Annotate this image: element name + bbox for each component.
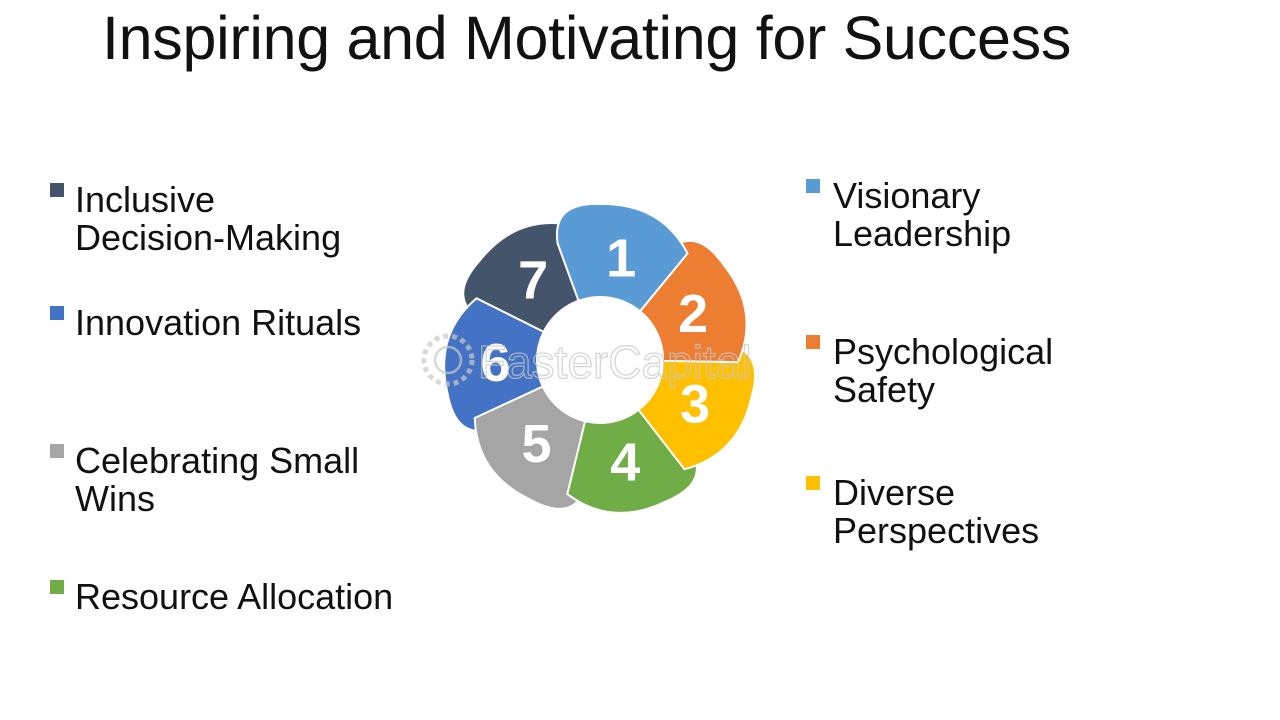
watermark-text: FasterCapital xyxy=(478,336,752,388)
cycle-segment-3 xyxy=(637,343,756,471)
page-title: Inspiring and Motivating for Success xyxy=(102,4,1072,72)
segment-number-7: 7 xyxy=(518,251,548,311)
legend-bullet xyxy=(806,476,820,490)
segment-number-2: 2 xyxy=(678,284,708,344)
segment-number-3: 3 xyxy=(680,375,710,435)
cycle-segment-1 xyxy=(555,202,689,313)
legend-bullet xyxy=(806,179,820,193)
segment-number-5: 5 xyxy=(521,414,551,474)
segment-number-1: 1 xyxy=(606,229,636,289)
segment-number-4: 4 xyxy=(610,432,640,492)
legend-bullet xyxy=(50,444,64,458)
legend-label: Visionary Leadership xyxy=(833,175,1012,254)
legend-bullet xyxy=(806,335,820,349)
watermark-logo: FasterCapital xyxy=(421,333,752,389)
legend-label: Diverse Perspectives xyxy=(833,472,1040,551)
cycle-segment-5 xyxy=(473,385,595,510)
legend-label: Innovation Rituals xyxy=(75,302,362,343)
legend-label: Inclusive Decision-Making xyxy=(75,179,342,258)
legend-bullet xyxy=(50,306,64,320)
legend-bullet xyxy=(50,580,64,594)
legend-label: Celebrating Small Wins xyxy=(75,440,360,519)
legend-label: Psychological Safety xyxy=(833,331,1054,410)
legend-bullet xyxy=(50,183,64,197)
segment-number-6: 6 xyxy=(480,333,510,393)
legend-label: Resource Allocation xyxy=(75,576,394,617)
cycle-segments xyxy=(443,202,756,514)
